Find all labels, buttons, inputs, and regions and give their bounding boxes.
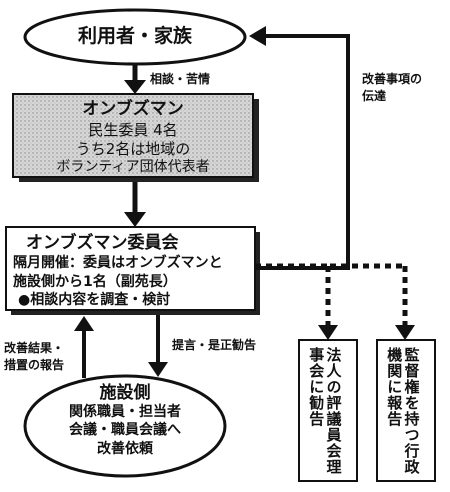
- user-family-node: [23, 8, 247, 66]
- admin-body-label: 監督権を持つ行政機関に報告: [385, 347, 421, 475]
- arrow-ombudsman-committee: [124, 182, 146, 227]
- ombudsman-title: オンブズマン: [82, 99, 184, 119]
- admin-body-node: [376, 339, 436, 482]
- arrow-consult: [124, 65, 146, 94]
- dotted-arrow-corp-board: [255, 263, 338, 340]
- proposal-label: 提言・是正勧告: [172, 338, 257, 352]
- consult-label: 相談・苦情: [150, 72, 211, 86]
- result-label-line2: 措置の報告: [4, 358, 65, 372]
- corp-board-label: 法人の評議員会理事会に勧告: [307, 347, 343, 475]
- feedback-label-line1: 改善事項の: [362, 72, 423, 86]
- feedback-label-line2: 伝達: [362, 89, 387, 103]
- result-label-line1: 改善結果・: [4, 341, 65, 355]
- facility-node: [23, 374, 227, 478]
- facility-line2: 会議・職員会議へ: [69, 422, 181, 438]
- facility-line1: 関係職員・担当者: [69, 404, 181, 420]
- ombudsman-node: [12, 93, 254, 178]
- arrow-feedback: [249, 26, 350, 270]
- arrow-proposal: [148, 315, 168, 377]
- committee-title: オンブズマン委員会: [26, 233, 179, 253]
- committee-line3: ●相談内容を調査・検討: [18, 292, 171, 308]
- facility-title: 施設側: [99, 383, 151, 403]
- arrow-result: [74, 316, 94, 378]
- user-family-label: 利用者・家族: [77, 25, 192, 47]
- committee-line1: 隔月開催：委員はオンブズマンと: [13, 255, 223, 271]
- committee-line2: 施設側から1名（副苑長）: [13, 274, 177, 290]
- ombudsman-line2: うち2名は地域の: [75, 140, 191, 158]
- ombudsman-line3: ボランティア団体代表者: [56, 159, 210, 175]
- facility-line3: 改善依頼: [97, 441, 153, 457]
- committee-node: [5, 226, 256, 311]
- dotted-arrow-admin-body: [330, 263, 415, 340]
- ombudsman-line1: 民生委員 4名: [88, 121, 178, 139]
